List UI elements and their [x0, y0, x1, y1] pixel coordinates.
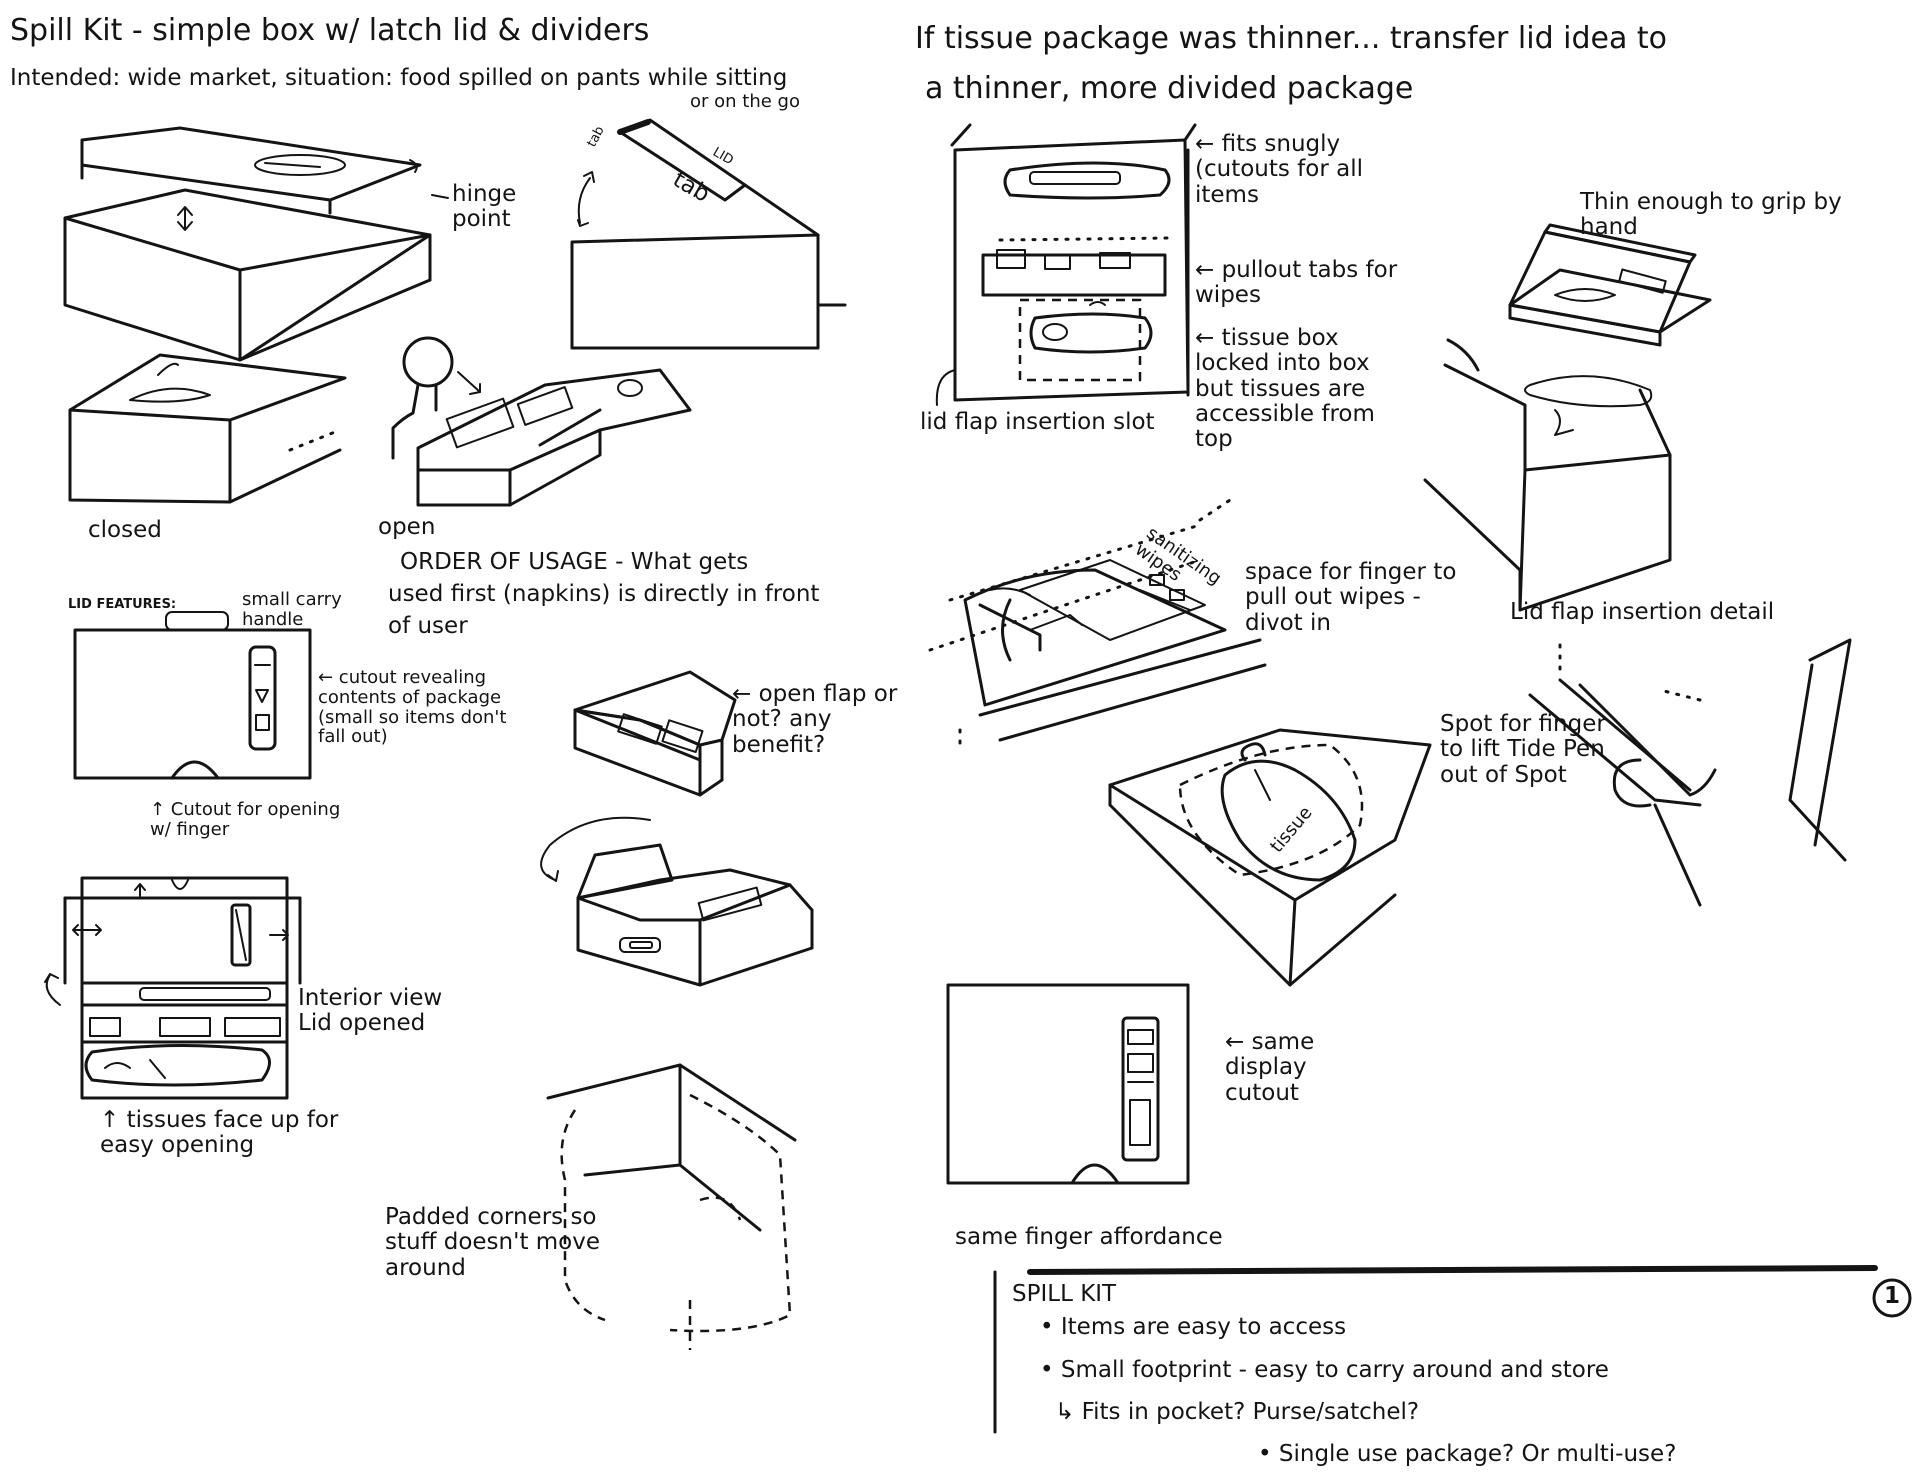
- open-label: open: [378, 514, 436, 540]
- cutout-revealing-label: ← cutout revealing contents of package (…: [318, 667, 507, 748]
- order-of-usage-text-3: of user: [388, 613, 468, 639]
- summary-box-sketch: [993, 1265, 1912, 1434]
- lid-features-heading: LID FEATURES:: [68, 597, 177, 612]
- order-of-usage-heading: ORDER OF USAGE - What gets: [400, 549, 749, 575]
- order-of-usage-title: ORDER OF USAGE: [400, 549, 608, 575]
- closed-label: closed: [88, 517, 162, 543]
- tissue-lift-box-sketch: [1108, 728, 1432, 987]
- tissues-face-up-label: ↑ tissues face up for easy opening: [100, 1107, 339, 1159]
- order-of-usage-text-2: used first (napkins) is directly in fron…: [388, 581, 820, 607]
- thin-enough-label: Thin enough to grip by hand: [1580, 189, 1842, 241]
- order-of-usage-text-1: - What gets: [615, 549, 749, 575]
- small-carry-handle-label: small carry handle: [242, 589, 342, 630]
- sanitizing-wipes-sketch: [928, 498, 1267, 752]
- intended-note: Intended: wide market, situation: food s…: [10, 65, 788, 91]
- summary-heading: SPILL KIT: [1012, 1281, 1117, 1307]
- pullout-tabs-label: ← pullout tabs for wipes: [1195, 257, 1398, 309]
- closed-box-sketch: [68, 353, 347, 504]
- intended-note-continued: or on the go: [690, 91, 800, 112]
- hinge-point-label: hinge point: [452, 181, 517, 233]
- summary-bullet-3: ↳ Fits in pocket? Purse/satchel?: [1055, 1399, 1420, 1425]
- padded-corner-sketch: [546, 1063, 797, 1350]
- interior-view-label: Interior view Lid opened: [298, 985, 443, 1037]
- same-display-label: ← same display cutout: [1225, 1029, 1315, 1106]
- slim-package-open-sketch: [1508, 223, 1712, 347]
- spot-for-finger-label: Spot for finger to lift Tide Pen out of …: [1440, 711, 1606, 788]
- right-header-line2: a thinner, more divided package: [925, 71, 1414, 106]
- lid-flap-detail-sketch: [1528, 638, 1852, 907]
- fits-snugly-label: ← fits snugly (cutouts for all items: [1195, 131, 1363, 208]
- lid-features-sketch: [73, 611, 312, 780]
- sheet-title: Spill Kit - simple box w/ latch lid & di…: [10, 13, 650, 48]
- open-flap-box-sketch: [573, 670, 737, 797]
- box-lid-flap-sketch: [1423, 338, 1672, 612]
- same-finger-label: same finger affordance: [955, 1224, 1223, 1250]
- lid-tab-sketch: [570, 118, 847, 350]
- package-front-sketch: [935, 123, 1197, 406]
- lid-flap-slot-label: lid flap insertion slot: [920, 409, 1155, 435]
- lid-flap-detail-label: Lid flap insertion detail: [1510, 599, 1775, 625]
- tissue-box-locked-label: ← tissue box locked into box but tissues…: [1195, 325, 1375, 453]
- cutout-finger-label: ↑ Cutout for opening w/ finger: [150, 799, 341, 840]
- open-box-hand-sketch: [391, 336, 692, 507]
- closed-box-lid-sketch: [63, 126, 449, 362]
- open-tab-box-sketch: [540, 816, 814, 987]
- space-for-finger-label: space for finger to pull out wipes - div…: [1245, 559, 1457, 636]
- summary-bullet-2: • Small footprint - easy to carry around…: [1040, 1357, 1609, 1383]
- right-header-line1: If tissue package was thinner... transfe…: [915, 21, 1668, 56]
- package-back-sketch: [946, 983, 1190, 1185]
- page-number: 1: [1884, 1283, 1901, 1309]
- summary-bullet-1: • Items are easy to access: [1040, 1314, 1347, 1340]
- padded-corners-label: Padded corners so stuff doesn't move aro…: [385, 1204, 601, 1281]
- interior-view-sketch: [44, 876, 302, 1100]
- summary-bullet-4: • Single use package? Or multi-use?: [1258, 1441, 1677, 1467]
- open-flap-label: ← open flap or not? any benefit?: [732, 681, 898, 758]
